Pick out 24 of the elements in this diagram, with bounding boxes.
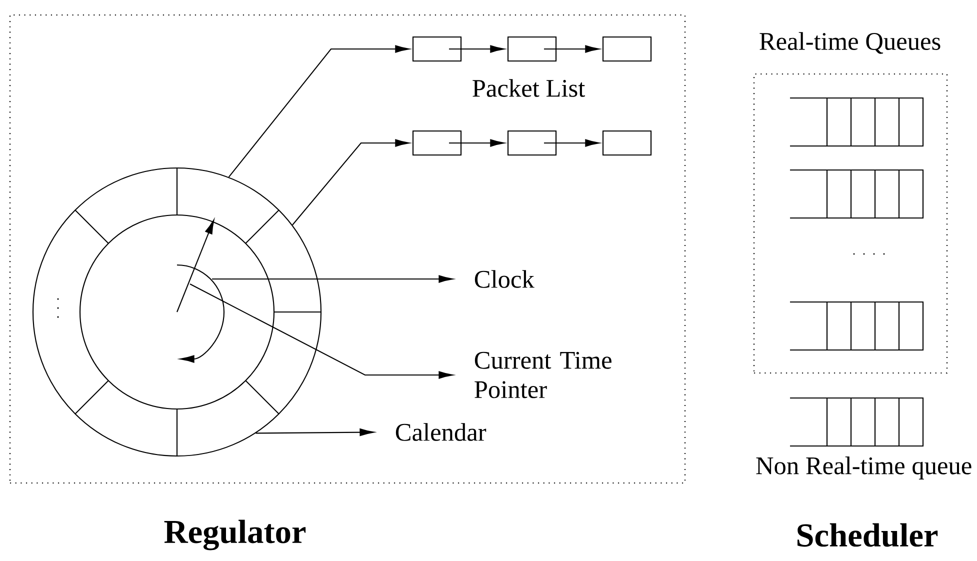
packet-box <box>602 130 652 156</box>
pointer-label: Current Time Pointer <box>474 352 612 398</box>
arrow <box>212 275 454 283</box>
panel-title: Regulator <box>164 520 306 550</box>
arrow <box>228 45 410 178</box>
pointer-label: Calendar <box>396 423 486 441</box>
arrow <box>256 428 374 436</box>
arrow <box>449 45 504 53</box>
calendar-ring <box>32 167 322 457</box>
panel-title: Scheduler <box>798 523 938 547</box>
packet-box <box>412 36 462 62</box>
arrow <box>190 284 454 379</box>
list-label: Packet List <box>472 79 585 97</box>
arrow <box>449 139 504 147</box>
arrow <box>544 45 600 53</box>
packet-box <box>602 36 652 62</box>
arrow <box>544 139 600 147</box>
packet-box <box>507 36 557 62</box>
arrow <box>292 139 410 226</box>
group-title: Real-time Queues <box>760 32 940 54</box>
packet-box <box>412 130 462 156</box>
pointer-label: Clock <box>474 270 534 288</box>
queue-label: Non Real-time queue <box>756 456 972 480</box>
packet-box <box>507 130 557 156</box>
